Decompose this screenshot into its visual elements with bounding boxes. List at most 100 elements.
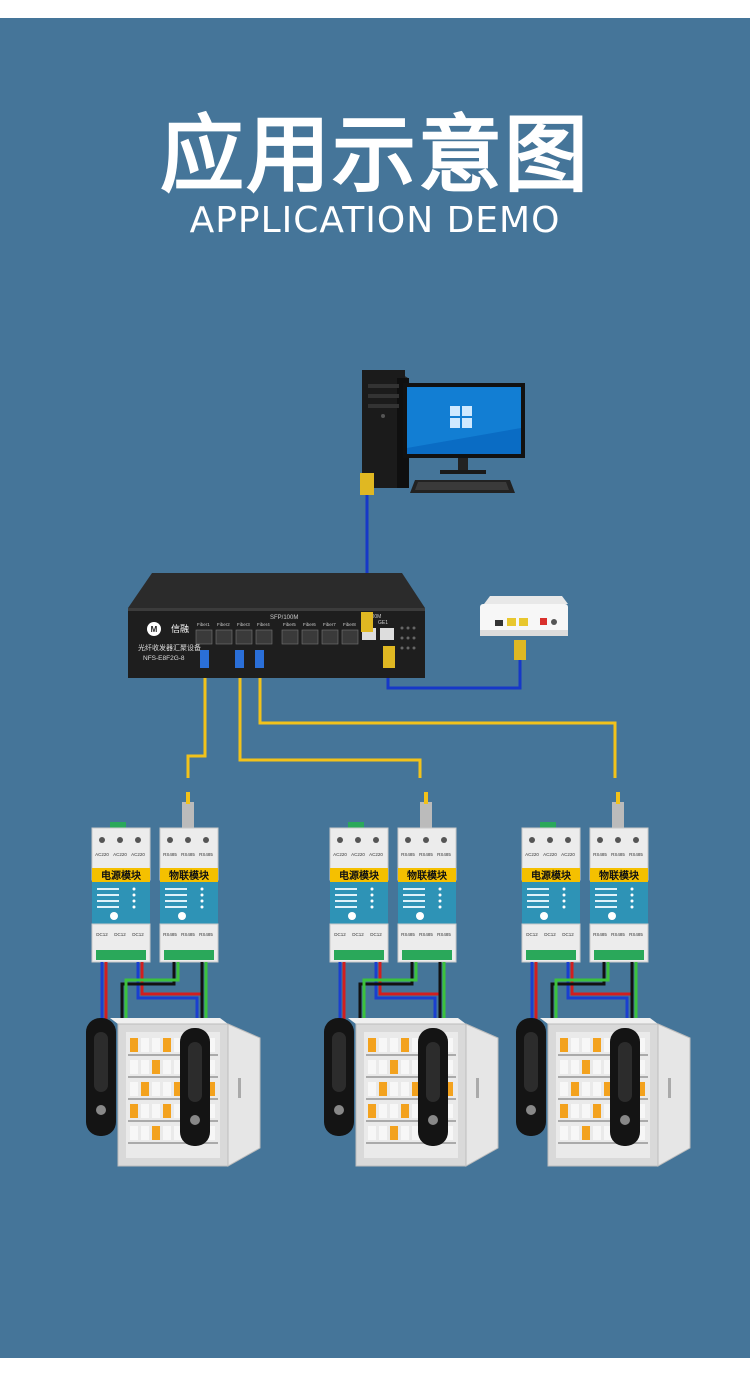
router <box>480 596 568 660</box>
switch-name: 光纤收发器汇聚设备 <box>138 643 201 652</box>
module-label: 电源模块 <box>531 869 572 882</box>
module-top-label: AC220 <box>351 852 365 857</box>
module-top-label: AC220 <box>95 852 109 857</box>
fiber-port-label: Fiber3 <box>237 622 250 627</box>
module-top-label: AC220 <box>369 852 383 857</box>
sfp-label: SFP/100M <box>270 615 298 621</box>
module-bottom-label: DC12 <box>544 932 556 937</box>
module-bottom-label: DC12 <box>526 932 538 937</box>
status-leds <box>400 626 416 650</box>
switch-logo: M 信融 <box>147 622 189 636</box>
rj45-connector <box>361 612 373 632</box>
fiber-port-label: Fiber8 <box>343 622 356 627</box>
fiber-port-label: Fiber5 <box>283 622 296 627</box>
module-bottom-label: RS485 <box>629 932 643 937</box>
page-subtitle: APPLICATION DEMO <box>189 200 561 241</box>
sfp-connectors <box>200 650 264 668</box>
windows-logo-icon <box>450 406 472 428</box>
module-label: 电源模块 <box>339 869 380 882</box>
module-bottom-label: RS485 <box>593 932 607 937</box>
uplink-label: 1000M <box>366 614 381 620</box>
pc-monitor <box>403 383 525 474</box>
module-bottom-label: RS485 <box>199 932 213 937</box>
rj45-connector <box>383 646 395 668</box>
pc-tower <box>362 370 409 488</box>
fiber-port: Fiber8 <box>341 622 359 645</box>
keyboard <box>410 480 515 493</box>
fiber-port: Fiber1 <box>195 622 213 645</box>
module-top-label: RS485 <box>629 852 643 857</box>
module-bottom-label: DC12 <box>96 932 108 937</box>
fiber-port: Fiber3 <box>235 622 253 645</box>
fiber-port: Fiber5 <box>281 622 299 645</box>
fiber-port-label: Fiber1 <box>197 622 210 627</box>
fiber-port-label: Fiber2 <box>217 622 230 627</box>
fiber-port-label: Fiber6 <box>303 622 316 627</box>
module-bottom-label: DC12 <box>334 932 346 937</box>
module-top-label: RS485 <box>611 852 625 857</box>
fiber-aggregation-switch: M 信融 光纤收发器汇聚设备 NFS-E8F2G-8 SFP/100M Fibe… <box>128 573 425 678</box>
fiber-port-label: Fiber4 <box>257 622 270 627</box>
module-top-label: AC220 <box>131 852 145 857</box>
module-top-label: AC220 <box>333 852 347 857</box>
module-top-label: RS485 <box>419 852 433 857</box>
module-bottom-label: DC12 <box>114 932 126 937</box>
uplink-sublabel: GE1 <box>378 620 388 626</box>
page-title: 应用示意图 <box>159 106 590 204</box>
smart-lock <box>418 1028 448 1146</box>
network-diagram: M 信融 光纤收发器汇聚设备 NFS-E8F2G-8 SFP/100M Fibe… <box>86 370 691 1167</box>
module-bottom-label: RS485 <box>401 932 415 937</box>
fiber-port: Fiber7 <box>321 622 339 645</box>
module-bottom-label: RS485 <box>611 932 625 937</box>
module-bottom-label: RS485 <box>163 932 177 937</box>
smart-lock <box>324 1018 354 1136</box>
computer <box>360 370 525 495</box>
module-top-label: RS485 <box>401 852 415 857</box>
fiber-port: Fiber4 <box>255 622 273 645</box>
module-label: 物联模块 <box>599 869 640 882</box>
signal-wires <box>530 962 638 1033</box>
module-bottom-label: DC12 <box>132 932 144 937</box>
power-module: AC220 AC220 AC220 电源模块 DC12 DC12 DC12 <box>329 822 389 963</box>
switch-model: NFS-E8F2G-8 <box>143 655 185 662</box>
fiber-port-group: Fiber1 Fiber2 Fiber3 Fiber4 Fiber5 Fiber6 Fibe… <box>195 622 359 645</box>
module-top-label: RS485 <box>163 852 177 857</box>
fiber-port: Fiber2 <box>215 622 233 645</box>
fiber-cables <box>186 666 617 778</box>
smart-lock <box>180 1028 210 1146</box>
module-top-label: AC220 <box>525 852 539 857</box>
module-top-label: RS485 <box>181 852 195 857</box>
pc-rj45-connector <box>360 473 374 495</box>
smart-lock <box>516 1018 546 1136</box>
power-module: AC220 AC220 AC220 电源模块 DC12 DC12 DC12 <box>521 822 581 963</box>
svg-text:M: M <box>151 625 158 634</box>
module-label: 物联模块 <box>407 869 448 882</box>
smart-lock <box>610 1028 640 1146</box>
smart-lock <box>86 1018 116 1136</box>
diagram-canvas: 应用示意图 APPLICATION DEMO <box>0 18 750 1358</box>
module-bottom-label: DC12 <box>370 932 382 937</box>
module-top-label: RS485 <box>593 852 607 857</box>
module-bottom-label: DC12 <box>352 932 364 937</box>
rj45-connector <box>514 640 526 660</box>
fiber-port: Fiber6 <box>301 622 319 645</box>
fiber-port-label: Fiber7 <box>323 622 336 627</box>
rj45-port <box>380 628 394 640</box>
module-top-label: RS485 <box>437 852 451 857</box>
module-label: 电源模块 <box>101 869 142 882</box>
module-top-label: RS485 <box>199 852 213 857</box>
module-label: 物联模块 <box>169 869 210 882</box>
switch-brand: 信融 <box>171 623 189 634</box>
module-bottom-label: RS485 <box>437 932 451 937</box>
module-bottom-label: DC12 <box>562 932 574 937</box>
module-top-label: AC220 <box>561 852 575 857</box>
module-top-label: AC220 <box>543 852 557 857</box>
